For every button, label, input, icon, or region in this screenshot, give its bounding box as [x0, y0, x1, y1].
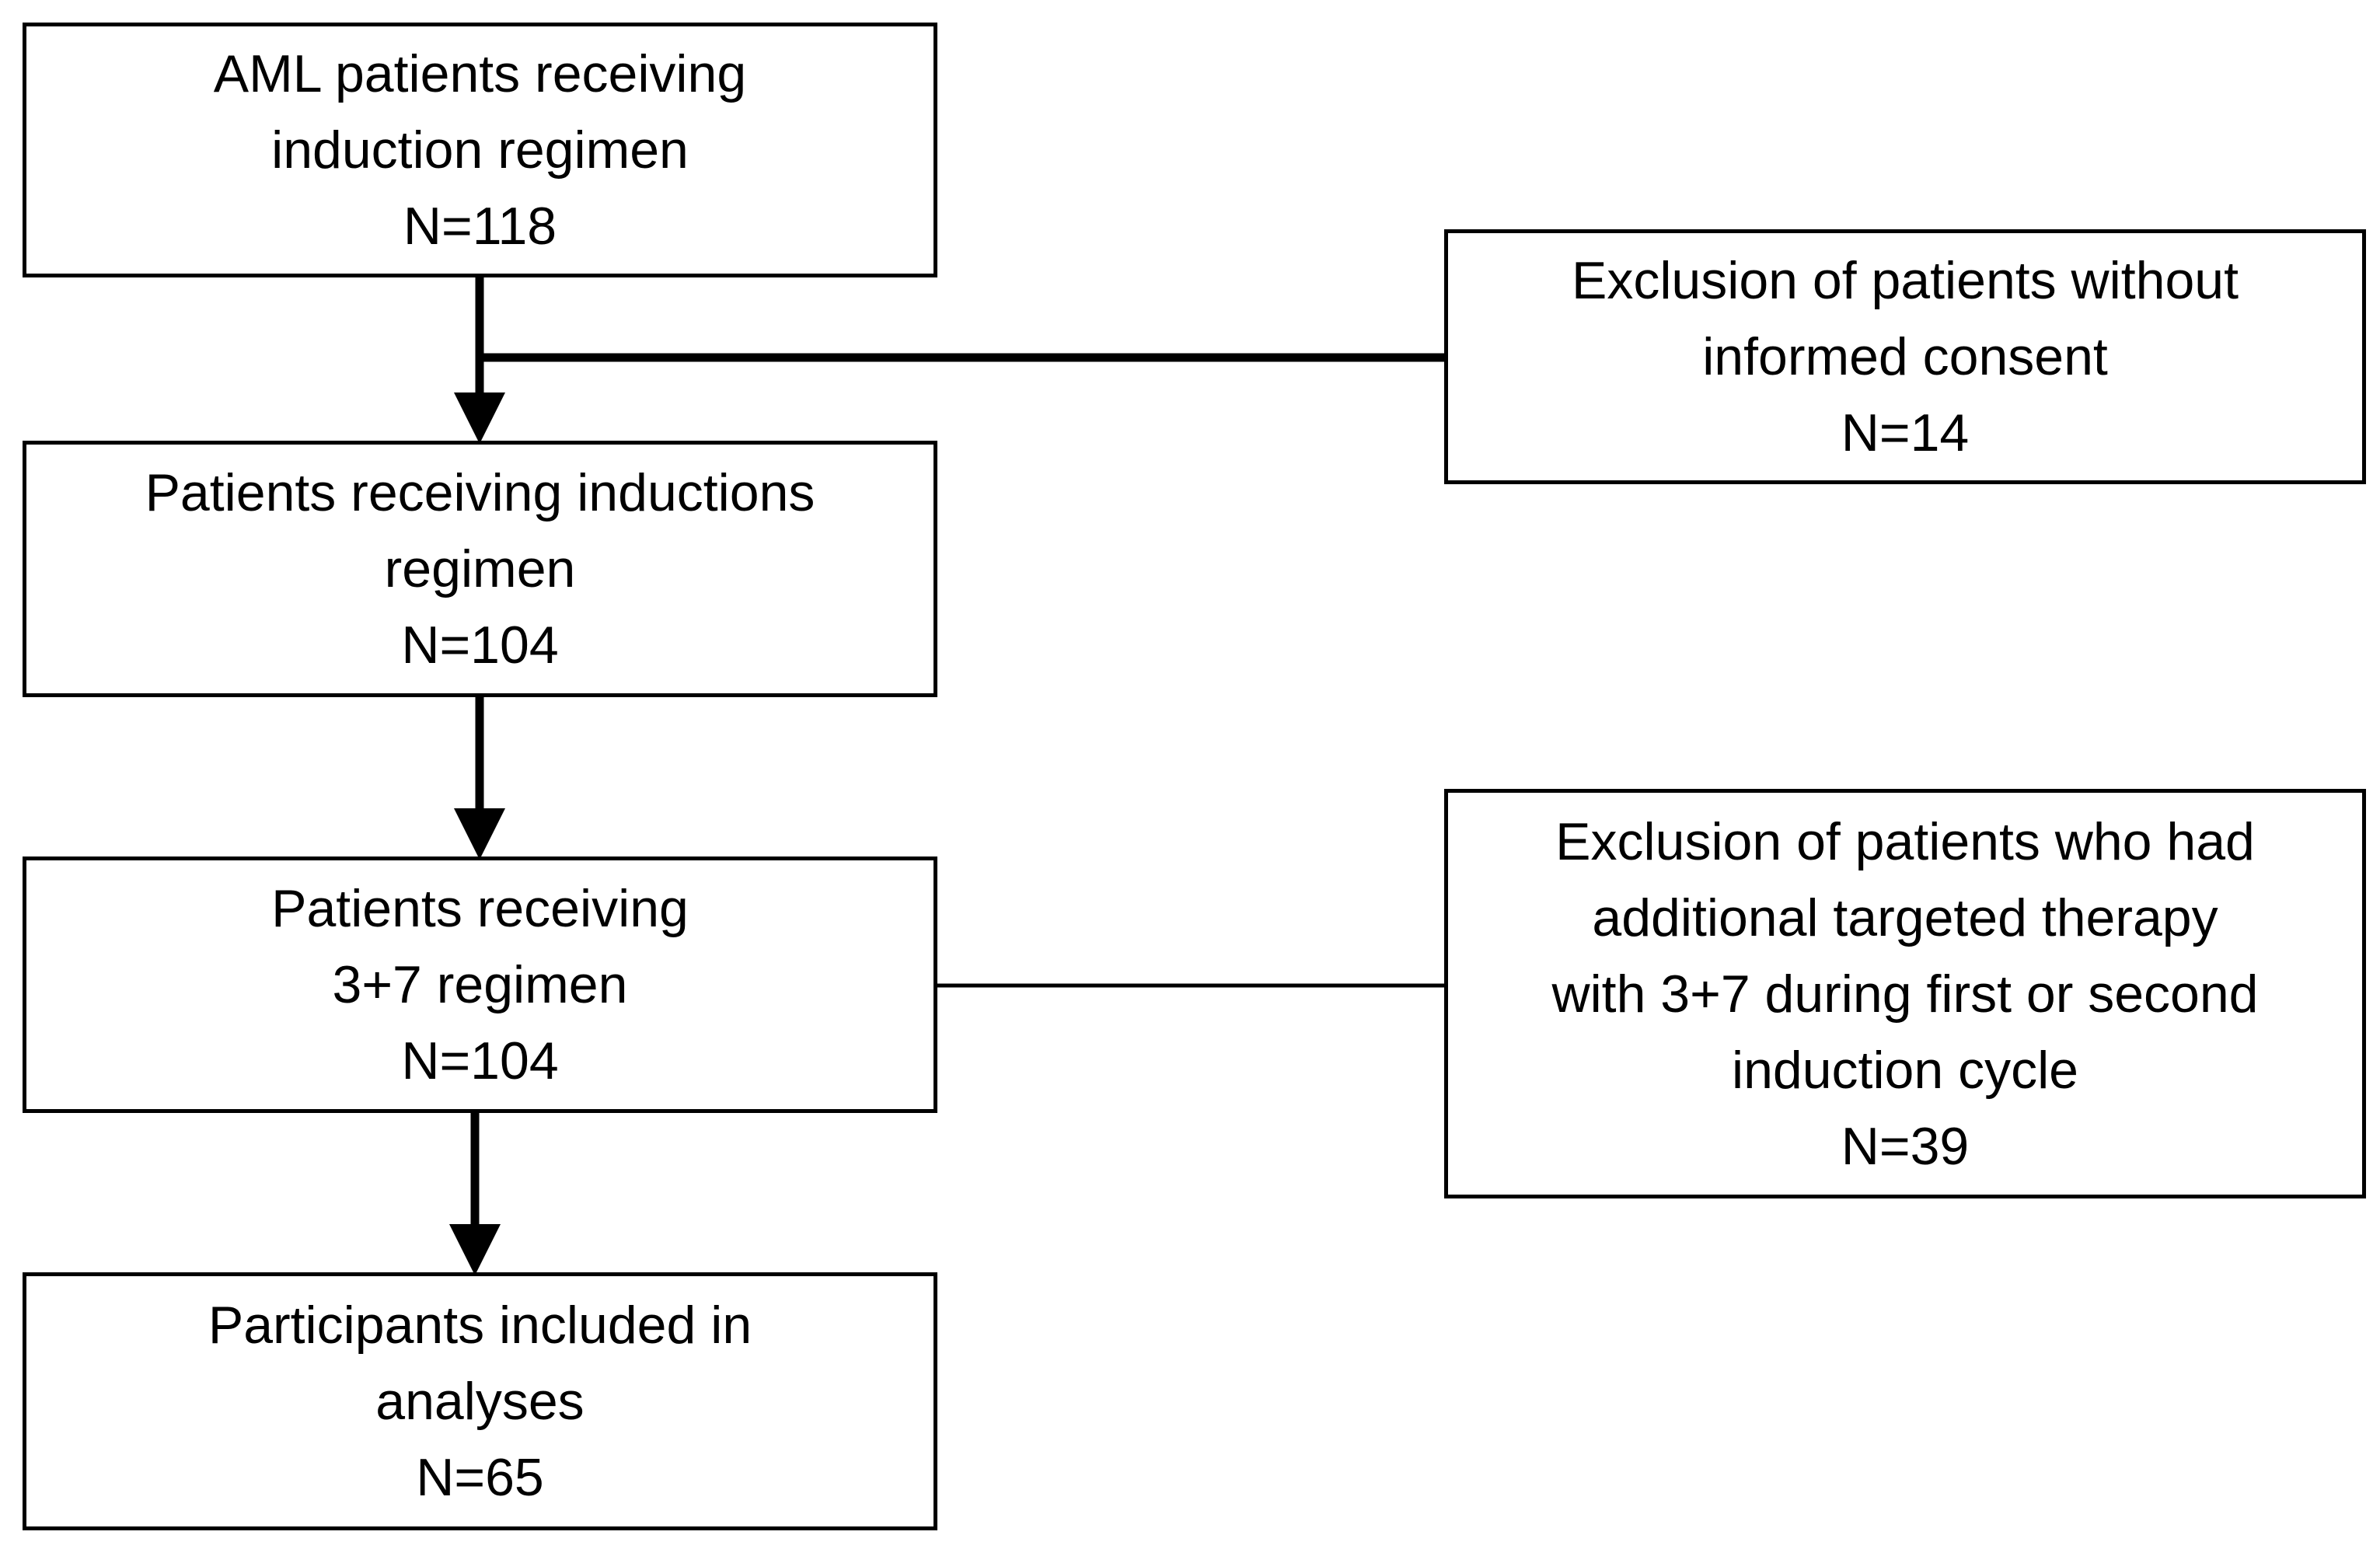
box-label-line: Patients receiving inductions — [145, 463, 815, 522]
receiving-3-7-box: Patients receiving 3+7 regimen N=104 — [23, 856, 937, 1113]
box-label-line: Patients receiving — [271, 879, 689, 938]
patient-count: N=104 — [401, 1031, 559, 1090]
box-label-line: 3+7 regimen — [332, 955, 628, 1014]
receiving-inductions-box: Patients receiving inductions regimen N=… — [23, 441, 937, 697]
box-label-line: informed consent — [1702, 327, 2108, 386]
patient-count: N=118 — [403, 197, 557, 256]
exclusion-targeted-therapy-box: Exclusion of patients who had additional… — [1444, 789, 2366, 1198]
aml-patients-box: AML patients receiving induction regimen… — [23, 23, 937, 277]
patient-count: N=65 — [416, 1448, 544, 1507]
exclusion-consent-box: Exclusion of patients without informed c… — [1444, 229, 2366, 484]
box-label-line: Participants included in — [208, 1296, 752, 1355]
patient-count: N=104 — [401, 616, 559, 675]
box-label-line: induction cycle — [1731, 1040, 2079, 1100]
box-label-line: analyses — [375, 1372, 585, 1431]
box-label-line: AML patients receiving — [213, 44, 747, 103]
box-label-line: additional targeted therapy — [1592, 888, 2218, 947]
box-label-line: Exclusion of patients without — [1571, 251, 2239, 310]
box-label-line: induction regimen — [271, 120, 689, 180]
box-label-line: with 3+7 during first or second — [1551, 964, 2259, 1024]
included-in-analyses-box: Participants included in analyses N=65 — [23, 1272, 937, 1530]
patient-count: N=14 — [1841, 403, 1970, 462]
box-label-line: Exclusion of patients who had — [1555, 811, 2255, 871]
patient-count: N=39 — [1841, 1116, 1970, 1176]
box-label-line: regimen — [384, 539, 576, 598]
